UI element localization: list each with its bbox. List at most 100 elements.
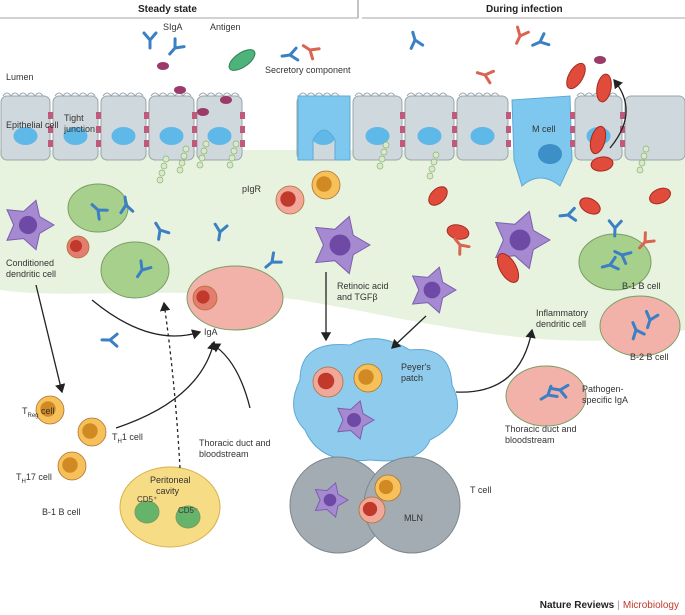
plasma-cell-nucleus-nucleus (196, 290, 210, 304)
iga-antibody (607, 219, 623, 238)
pigr-receptor (230, 147, 238, 155)
iga-label: IgA (204, 327, 218, 337)
tight-junction (240, 112, 245, 119)
during-infection-header: During infection (486, 4, 563, 15)
epithelial-nucleus (207, 127, 232, 145)
arrow-plasma-to-iga (91, 299, 202, 340)
journal-section: Microbiology (622, 600, 679, 611)
microvilli (2, 92, 44, 97)
pigr-receptor (640, 152, 648, 160)
credit-separator: | (617, 600, 620, 611)
treg-cell-nucleus (40, 401, 56, 417)
pigr-receptor (158, 169, 166, 177)
epithelial-nucleus (159, 127, 184, 145)
antigen-particle (197, 108, 209, 116)
tight-junction (96, 112, 101, 119)
pathogen-iga-label-1: Pathogen- (582, 384, 624, 394)
pathogen-bacterium (596, 73, 612, 103)
iga-antibody (301, 44, 321, 61)
pigr-receptor (228, 154, 236, 162)
tight-junction (400, 126, 405, 133)
treg-label: TReg cell (22, 406, 55, 419)
tight-junction (192, 140, 197, 147)
tight-junction (144, 112, 149, 119)
tight-junction (620, 140, 625, 147)
arrow-sampling-pathogen (609, 78, 627, 149)
pigr-receptor (428, 165, 436, 173)
tight-junction (452, 126, 457, 133)
pathogen-bacterium (649, 187, 671, 205)
iga-antibody (539, 384, 559, 401)
pigr-label: pIgR (242, 184, 262, 194)
t-cell-lumen-nucleus (316, 176, 332, 192)
peyers-b-cell-nucleus (317, 372, 335, 390)
m-cell-right (511, 95, 573, 187)
antigen-particle (220, 96, 232, 104)
lumen-label: Lumen (6, 72, 34, 82)
th1-label: TH1 cell (112, 432, 143, 445)
iga-antibody (631, 321, 646, 341)
iga-antibody (213, 222, 229, 242)
tight-junction (620, 112, 625, 119)
t-cell-label: T cell (470, 485, 492, 495)
tight-junction (144, 140, 149, 147)
mln-b-cell-nucleus (362, 501, 378, 517)
antigen-bacterium (228, 49, 256, 71)
peyers-patch-label-1: Peyer's (401, 362, 431, 372)
m-cell-nucleus (538, 144, 562, 164)
cd5-plus-b1-cell (134, 500, 160, 524)
iga-antibody (531, 32, 551, 47)
tight-junction (452, 140, 457, 147)
cd5-minus-label: CD5⁻ (178, 506, 199, 515)
pathogen-bacterium (496, 253, 520, 283)
epithelial-nucleus (470, 127, 495, 145)
iga-antibody (136, 259, 153, 279)
thoracic-right-label-2: bloodstream (505, 435, 555, 445)
iga-plasma-cell-red (186, 265, 284, 331)
antigen-label: Antigen (210, 22, 241, 32)
b2-b-cell-label: B-2 B cell (630, 352, 669, 362)
epithelial-nucleus (63, 127, 88, 145)
peritoneal-cavity-label-2: cavity (156, 486, 180, 496)
tight-junction (96, 126, 101, 133)
arrow-peyers-to-inflammatory (455, 328, 536, 393)
pigr-receptor (198, 154, 206, 162)
microvilli (54, 92, 96, 97)
iga-antibody (475, 69, 495, 85)
inflammatory-dc-label-2: dendritic cell (536, 319, 587, 329)
pigr-receptor (182, 145, 190, 153)
peritoneal-cavity-label-1: Peritoneal (150, 475, 191, 485)
microvilli (354, 92, 396, 97)
pigr-receptor (380, 148, 388, 156)
antigen-particle (594, 56, 606, 64)
mln-label: MLN (404, 513, 424, 523)
thoracic-right-label-1: Thoracic duct and (505, 424, 577, 434)
iga-antibody (142, 31, 158, 50)
tight-junction (570, 140, 575, 147)
tight-junction (570, 126, 575, 133)
tight-junction (96, 140, 101, 147)
cd5-minus-b1-cell (175, 505, 201, 529)
iga-antibody (264, 251, 283, 269)
cd5-plus-label: CD5⁺ (137, 495, 158, 504)
th17-label: TH17 cell (16, 472, 52, 485)
antigen-particle (174, 86, 186, 94)
tight-junction (400, 112, 405, 119)
pigr-receptor (432, 151, 440, 159)
pathogen-iga-label-2: specific IgA (582, 395, 629, 405)
th17-cell-nucleus (62, 457, 78, 473)
microvilli (406, 92, 448, 97)
pathogen-bacterium (589, 125, 607, 155)
pigr-receptor (232, 140, 240, 148)
arrow-peritoneal-to-lp (159, 301, 181, 469)
arrow-thoracic-to-iga (210, 343, 251, 409)
pigr-receptor (202, 140, 210, 148)
conditioned-dendritic-cell-nucleus (18, 215, 38, 235)
tight-junction (506, 112, 511, 119)
iga-antibody (613, 249, 633, 265)
pigr-receptor (162, 155, 170, 163)
pigr-receptor (178, 159, 186, 167)
pathogen-bacterium (579, 197, 601, 215)
tight-junction (452, 112, 457, 119)
